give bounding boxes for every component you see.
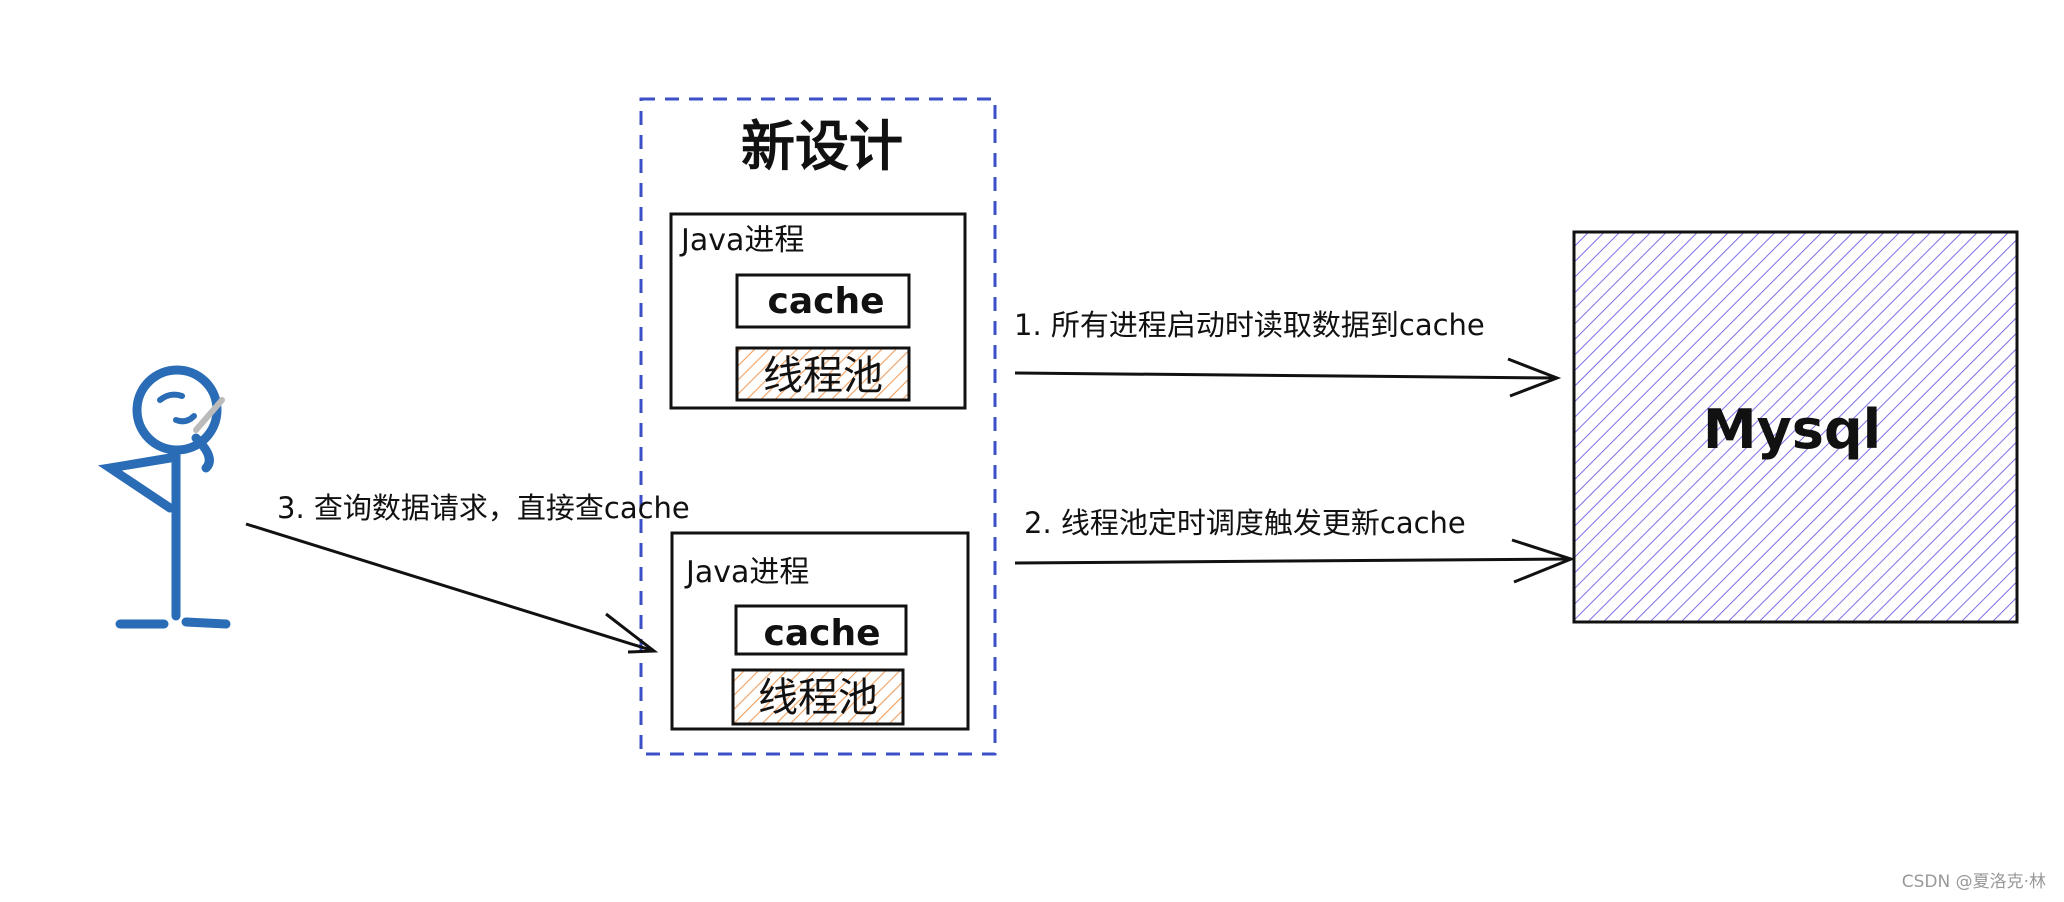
java-process-2: Java进程 cache 线程池: [670, 531, 970, 731]
arrow-label: 3. 查询数据请求，直接查cache: [277, 491, 690, 525]
process-label: Java进程: [684, 555, 809, 590]
cache-box: [735, 273, 911, 329]
user-arm-right: [191, 433, 214, 473]
thread-pool-box: [735, 346, 911, 402]
database-box: [1572, 230, 2019, 624]
cache-label: cache: [767, 281, 884, 322]
user-figure-icon: [98, 365, 231, 629]
group-title: 新设计: [741, 115, 903, 178]
user-arm-left: [98, 453, 175, 513]
arrow-line: [245, 522, 655, 653]
design-group: 新设计: [639, 97, 997, 756]
arrow-scheduled-refresh: 2. 线程池定时调度触发更新cache: [1014, 506, 1576, 584]
arrow-line: [1014, 371, 1558, 380]
thread-pool-label: 线程池: [763, 353, 883, 399]
user-head: [132, 365, 222, 455]
arrow-label: 2. 线程池定时调度触发更新cache: [1024, 506, 1466, 540]
design-group-border: [639, 97, 997, 756]
arrow-head: [605, 612, 659, 654]
mysql-database: Mysql: [1572, 230, 2019, 624]
watermark: CSDN @夏洛克·林: [1902, 872, 2046, 892]
arrow-line: [1014, 557, 1572, 565]
arrow-head: [1511, 538, 1576, 584]
cache-label: cache: [763, 613, 880, 654]
user-foot-right: [181, 617, 231, 629]
cache-box: [734, 604, 908, 656]
process-label: Java进程: [679, 223, 804, 258]
thread-pool-box: [731, 668, 905, 726]
database-label: Mysql: [1703, 398, 1881, 461]
arrow-startup-load: 1. 所有进程启动时读取数据到cache: [1014, 308, 1562, 398]
java-process-1: Java进程 cache 线程池: [669, 212, 967, 410]
arrow-head: [1507, 357, 1562, 398]
user-pen: [193, 397, 225, 433]
process-box: [670, 531, 970, 731]
arrow-label: 1. 所有进程启动时读取数据到cache: [1014, 308, 1485, 342]
arrow-query-cache: 3. 查询数据请求，直接查cache: [245, 491, 690, 654]
thread-pool-label: 线程池: [758, 675, 878, 721]
process-box: [669, 212, 967, 410]
user-face: [157, 391, 197, 425]
